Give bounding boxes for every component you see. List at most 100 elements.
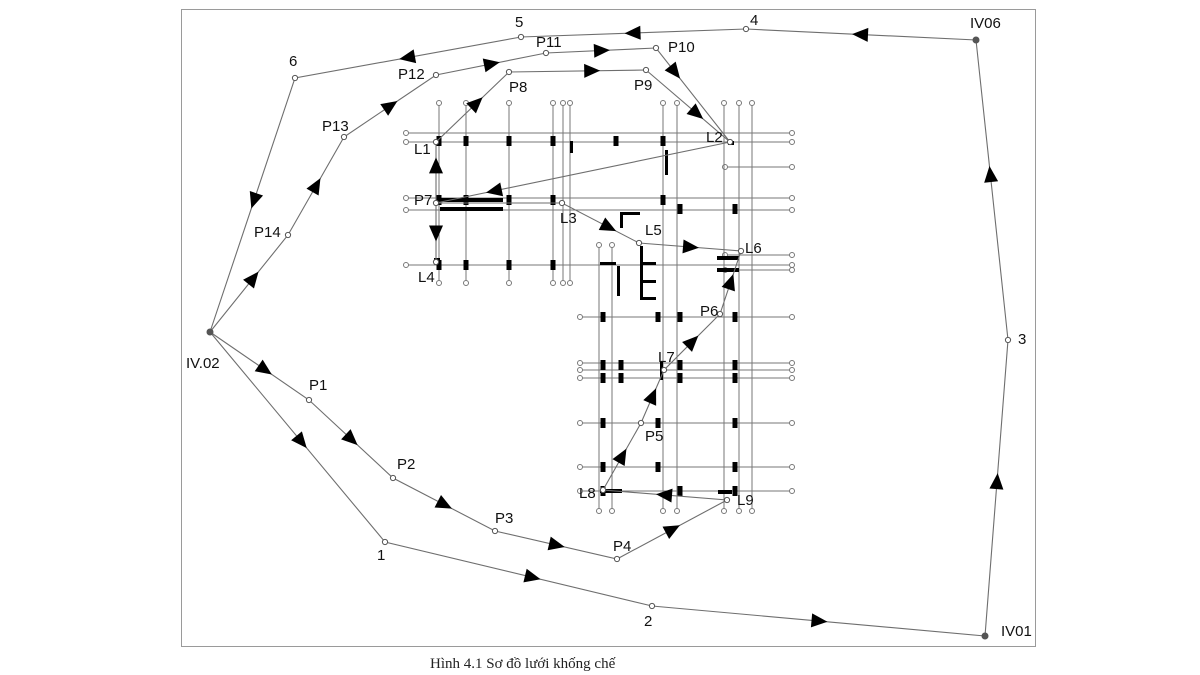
axis-bubble	[577, 367, 583, 373]
column-mark	[660, 136, 666, 146]
point-l7	[660, 366, 668, 374]
point-4	[742, 25, 750, 33]
arrow-icon	[664, 61, 681, 79]
label-p9: P9	[634, 77, 652, 94]
point-6	[291, 74, 299, 82]
axis-bubble	[749, 100, 755, 106]
wall-mark	[717, 268, 739, 272]
axis-bubble	[436, 280, 442, 286]
point-p5	[637, 419, 645, 427]
axis-bubble	[596, 508, 602, 514]
axis-bubble	[660, 508, 666, 514]
point-iv01	[981, 632, 989, 640]
label-iv06: IV06	[970, 15, 1001, 32]
arrow-P6-L6	[721, 273, 735, 292]
arrow-icon	[429, 157, 443, 174]
arrow-P7-L4	[429, 225, 443, 242]
arrow-icon	[399, 49, 417, 64]
arrow-icon	[624, 25, 641, 40]
column-mark	[618, 360, 624, 370]
arrow-P4-L9	[662, 525, 680, 539]
label-p14: P14	[254, 224, 281, 241]
arrow-icon	[254, 359, 272, 375]
arrow-icon	[482, 58, 500, 73]
column-mark	[436, 260, 442, 270]
column-mark	[655, 418, 661, 428]
arrow-icon	[598, 217, 617, 232]
label-p4: P4	[613, 538, 631, 555]
arrow-P14-P13	[306, 178, 321, 196]
point-p2	[389, 474, 397, 482]
arrow-icon	[682, 239, 699, 254]
column-mark	[436, 136, 442, 146]
arrow-icon	[612, 448, 627, 467]
arrow-P2-P3	[434, 495, 452, 509]
arrow-icon	[429, 225, 443, 242]
arrow-icon	[485, 182, 504, 197]
column-mark	[506, 260, 512, 270]
axis-bubble	[560, 280, 566, 286]
label-p5: P5	[645, 428, 663, 445]
axis-bubble	[789, 420, 795, 426]
label-p7: P7	[414, 192, 432, 209]
column-mark	[732, 486, 738, 496]
arrow-L1-P8	[466, 97, 483, 114]
point-1	[381, 538, 389, 546]
arrow-IV02-P1	[254, 359, 272, 375]
wall-mark	[717, 256, 739, 260]
point-p4	[613, 555, 621, 563]
point-p14	[284, 231, 292, 239]
arrow-L3-L5	[598, 217, 617, 232]
wall-mark	[665, 150, 668, 175]
axis-bubble	[403, 262, 409, 268]
label-iv02: IV.02	[186, 355, 220, 372]
point-l8	[599, 486, 607, 494]
axis-bubble	[789, 130, 795, 136]
column-mark	[732, 373, 738, 383]
label-p13: P13	[322, 118, 349, 135]
arrow-icon	[662, 525, 680, 539]
axis-bubble	[789, 314, 795, 320]
point-3	[1004, 336, 1012, 344]
column-mark	[732, 312, 738, 322]
survey-points	[206, 25, 1012, 640]
point-p11	[542, 49, 550, 57]
arrow-icon	[852, 27, 869, 42]
point-p12	[432, 71, 440, 79]
column-mark	[600, 312, 606, 322]
arrow-6-IV02	[249, 191, 264, 209]
arrow-icon	[243, 271, 259, 289]
column-mark	[600, 360, 606, 370]
arrow-icon	[249, 191, 264, 209]
wall-mark	[718, 490, 732, 494]
axis-bubble	[403, 130, 409, 136]
wall-mark	[620, 212, 623, 228]
axis-bubble	[403, 207, 409, 213]
drawing-frame	[181, 9, 1036, 647]
point-p3	[491, 527, 499, 535]
point-p6	[716, 310, 724, 318]
axis-bubble	[674, 100, 680, 106]
arrow-P12-P11	[482, 58, 500, 73]
arrow-icon	[721, 273, 735, 292]
axis-bubble	[789, 195, 795, 201]
axis-bubble	[463, 280, 469, 286]
arrow-IV02-1	[291, 431, 307, 449]
axis-bubble	[736, 508, 742, 514]
axis-bubble	[674, 508, 680, 514]
arrow-P10-L2	[664, 61, 681, 79]
arrow-icon	[656, 488, 673, 503]
axis-bubble	[506, 280, 512, 286]
axis-bubble	[403, 195, 409, 201]
point-l1	[432, 138, 440, 146]
axis-bubble	[403, 139, 409, 145]
arrow-1-2	[523, 568, 541, 583]
column-mark	[677, 312, 683, 322]
wall-mark	[640, 246, 643, 298]
arrow-L5-L6	[682, 239, 699, 254]
label-p12: P12	[398, 66, 425, 83]
label-l8: L8	[579, 485, 596, 502]
point-p1	[305, 396, 313, 404]
wall-mark	[440, 207, 503, 211]
arrow-3-IV06	[984, 166, 999, 183]
